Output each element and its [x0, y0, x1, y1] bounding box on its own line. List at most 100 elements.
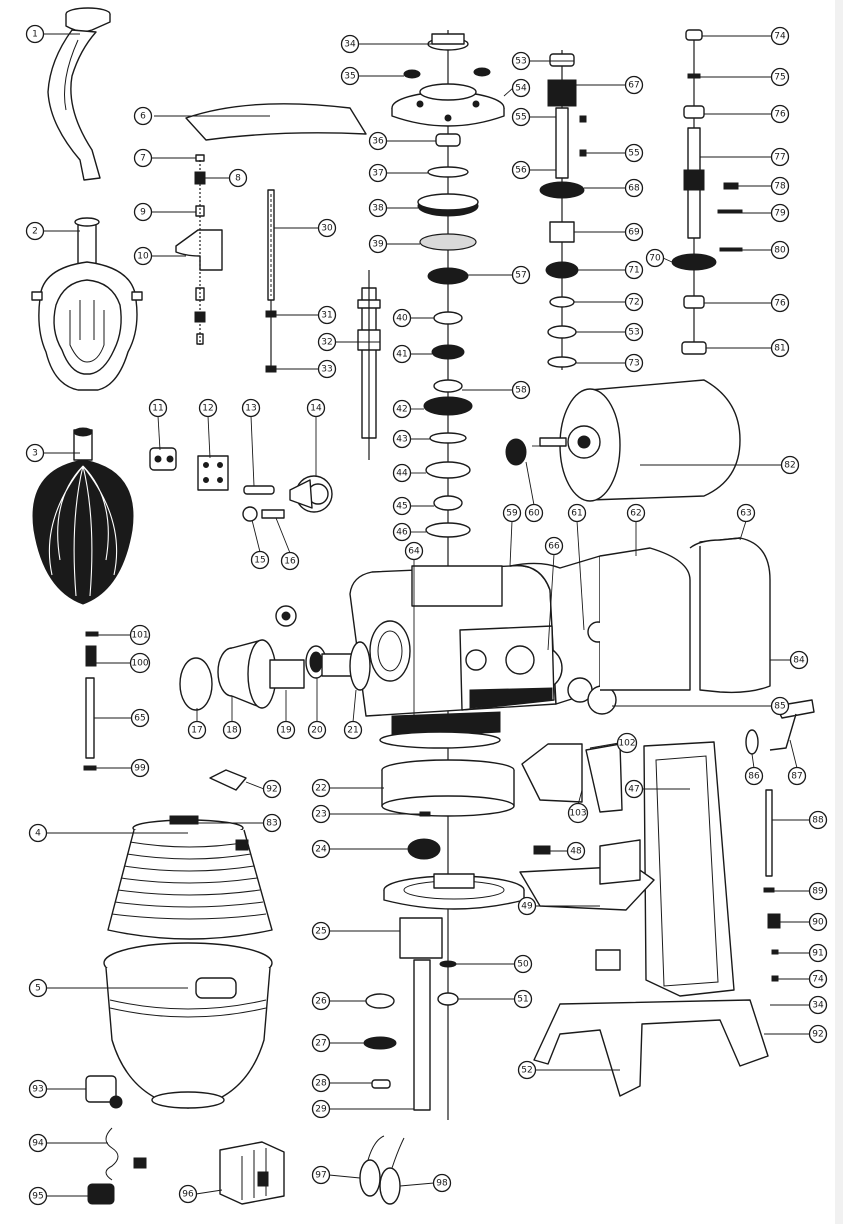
callout-circle [567, 802, 589, 824]
callout-79: 79 [770, 203, 790, 223]
callout-84: 84 [789, 650, 809, 670]
callout-53: 53 [511, 51, 531, 71]
callout-circle [502, 503, 522, 523]
callout-number: 83 [266, 819, 277, 829]
callout-number: 22 [315, 784, 326, 794]
callout-number: 43 [396, 435, 407, 445]
callout-47: 47 [624, 779, 644, 799]
callout-number: 34 [812, 1001, 824, 1011]
callout-circle [133, 148, 153, 168]
callout-circle [262, 813, 282, 833]
callout-circle [808, 912, 828, 932]
callout-number: 26 [315, 997, 327, 1007]
callout-circle [311, 1165, 331, 1185]
callout-48: 48 [566, 841, 586, 861]
callout-39: 39 [368, 234, 388, 254]
stand-frame-part [519, 741, 769, 1097]
callout-44: 44 [392, 463, 412, 483]
callout-number: 95 [32, 1192, 43, 1202]
callout-number: 21 [347, 726, 358, 736]
callout-number: 78 [774, 182, 786, 192]
callout-number: 31 [321, 311, 332, 321]
callout-circle [276, 720, 296, 740]
callout-circle [25, 221, 45, 241]
callout-number: 35 [344, 72, 355, 82]
callout-number: 102 [618, 739, 635, 749]
callout-number: 42 [396, 405, 407, 415]
callout-83: 83 [262, 813, 282, 833]
callout-number: 44 [396, 469, 408, 479]
callout-50: 50 [513, 954, 533, 974]
callout-number: 47 [628, 785, 639, 795]
callout-76: 76 [770, 293, 790, 313]
callout-37: 37 [368, 163, 388, 183]
callout-number: 50 [517, 960, 529, 970]
callout-number: 36 [372, 137, 384, 147]
callout-number: 63 [740, 509, 751, 519]
callout-number: 98 [436, 1179, 448, 1189]
callout-number: 68 [628, 184, 640, 194]
callout-number: 27 [315, 1039, 326, 1049]
callout-99: 99 [130, 758, 150, 778]
callout-30: 30 [317, 218, 337, 238]
callout-circle [511, 51, 531, 71]
callout-98: 98 [432, 1173, 452, 1193]
callout-40: 40 [392, 308, 412, 328]
callout-circle [511, 78, 531, 98]
callout-87: 87 [787, 766, 807, 786]
callout-80: 80 [770, 240, 790, 260]
callout-circle [28, 978, 48, 998]
callout-circle [133, 202, 153, 222]
callout-52: 52 [517, 1060, 537, 1080]
callout-number: 39 [372, 240, 384, 250]
callout-circle [340, 34, 360, 54]
callout-73: 73 [624, 353, 644, 373]
callout-circle [511, 107, 531, 127]
callout-number: 86 [748, 772, 760, 782]
callout-circle [311, 778, 331, 798]
callout-circle [311, 1073, 331, 1093]
callout-number: 56 [515, 166, 527, 176]
vertical-scrollbar[interactable] [835, 0, 843, 1224]
callout-circle [306, 398, 326, 418]
callout-number: 29 [315, 1105, 327, 1115]
callout-number: 84 [793, 656, 805, 666]
callout-circle [317, 305, 337, 325]
callout-number: 54 [515, 84, 527, 94]
callout-circle [368, 198, 388, 218]
gearbox-housing-part [349, 537, 771, 749]
callout-circle [340, 66, 360, 86]
callout-34: 34 [340, 34, 360, 54]
callout-number: 80 [774, 246, 786, 256]
callout-41: 41 [392, 344, 412, 364]
callout-number: 16 [284, 557, 296, 567]
gear-train-right-part [539, 29, 743, 370]
callout-circle [808, 969, 828, 989]
callout-14: 14 [306, 398, 326, 418]
callout-55: 55 [624, 143, 644, 163]
callout-number: 87 [791, 772, 802, 782]
callout-85: 85 [770, 696, 790, 716]
callout-74: 74 [808, 969, 828, 989]
callout-78: 78 [770, 176, 790, 196]
callout-43: 43 [392, 429, 412, 449]
callout-number: 41 [396, 350, 407, 360]
callout-circle [392, 463, 412, 483]
callout-number: 17 [191, 726, 202, 736]
callout-circle [392, 399, 412, 419]
callout-circle [432, 1173, 452, 1193]
callout-circle [624, 292, 644, 312]
callout-circle [770, 176, 790, 196]
callout-circle [178, 1184, 198, 1204]
spindle-shaft-part [357, 270, 381, 460]
callout-circle [262, 779, 282, 799]
callout-101: 101 [129, 624, 151, 646]
callout-number: 49 [521, 902, 533, 912]
callout-circle [392, 429, 412, 449]
callout-number: 15 [254, 556, 265, 566]
callout-number: 6 [140, 112, 146, 122]
callout-2: 2 [25, 221, 45, 241]
callout-circle [624, 779, 644, 799]
callout-number: 57 [515, 271, 526, 281]
callout-9: 9 [133, 202, 153, 222]
